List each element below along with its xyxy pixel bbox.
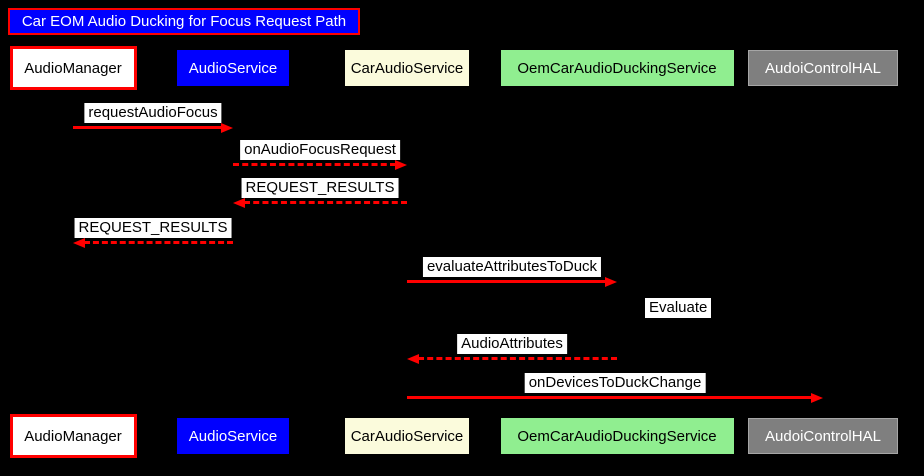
message-label: evaluateAttributesToDuck [422, 257, 602, 277]
message-label: REQUEST_RESULTS [241, 178, 399, 198]
message-arrowhead [811, 393, 823, 403]
lifeline-audiomanager [72, 88, 74, 418]
diagram-title: Car EOM Audio Ducking for Focus Request … [8, 8, 360, 35]
message-label: onDevicesToDuckChange [524, 373, 706, 393]
lifeline-oemcaraudioduckingservice [616, 88, 618, 418]
participant-box-bottom-audioservice: AudioService [177, 418, 289, 454]
message-arrow-line [84, 241, 233, 244]
participant-box-bottom-audiomanager: AudioManager [9, 414, 137, 458]
lifeline-audioservice [232, 88, 234, 418]
message-arrow-line [407, 396, 812, 399]
participant-box-top-audioservice: AudioService [177, 50, 289, 86]
message-arrow-line [418, 357, 617, 360]
message-arrowhead [605, 277, 617, 287]
message-label: requestAudioFocus [84, 103, 222, 123]
message-label: Evaluate [645, 298, 712, 318]
message-arrowhead [395, 160, 407, 170]
message-arrowhead [73, 238, 85, 248]
participant-box-bottom-audoicontrolhal: AudoiControlHAL [748, 418, 898, 454]
message-arrow-line [73, 126, 222, 129]
message-label: REQUEST_RESULTS [74, 218, 232, 238]
message-arrowhead [233, 198, 245, 208]
message-arrow-line [244, 201, 407, 204]
message-arrowhead [407, 354, 419, 364]
message-arrowhead [221, 123, 233, 133]
lifeline-audoicontrolhal [822, 88, 824, 418]
message-label: onAudioFocusRequest [240, 140, 400, 160]
message-arrow-line [233, 163, 396, 166]
participant-box-top-caraudioservice: CarAudioService [345, 50, 469, 86]
participant-box-bottom-caraudioservice: CarAudioService [345, 418, 469, 454]
lifeline-caraudioservice [406, 88, 408, 418]
participant-box-top-oemcaraudioduckingservice: OemCarAudioDuckingService [500, 50, 734, 86]
message-label: AudioAttributes [457, 334, 567, 354]
participant-box-top-audoicontrolhal: AudoiControlHAL [748, 50, 898, 86]
participant-box-bottom-oemcaraudioduckingservice: OemCarAudioDuckingService [500, 418, 734, 454]
message-arrow-line [407, 280, 606, 283]
participant-box-top-audiomanager: AudioManager [9, 46, 137, 90]
